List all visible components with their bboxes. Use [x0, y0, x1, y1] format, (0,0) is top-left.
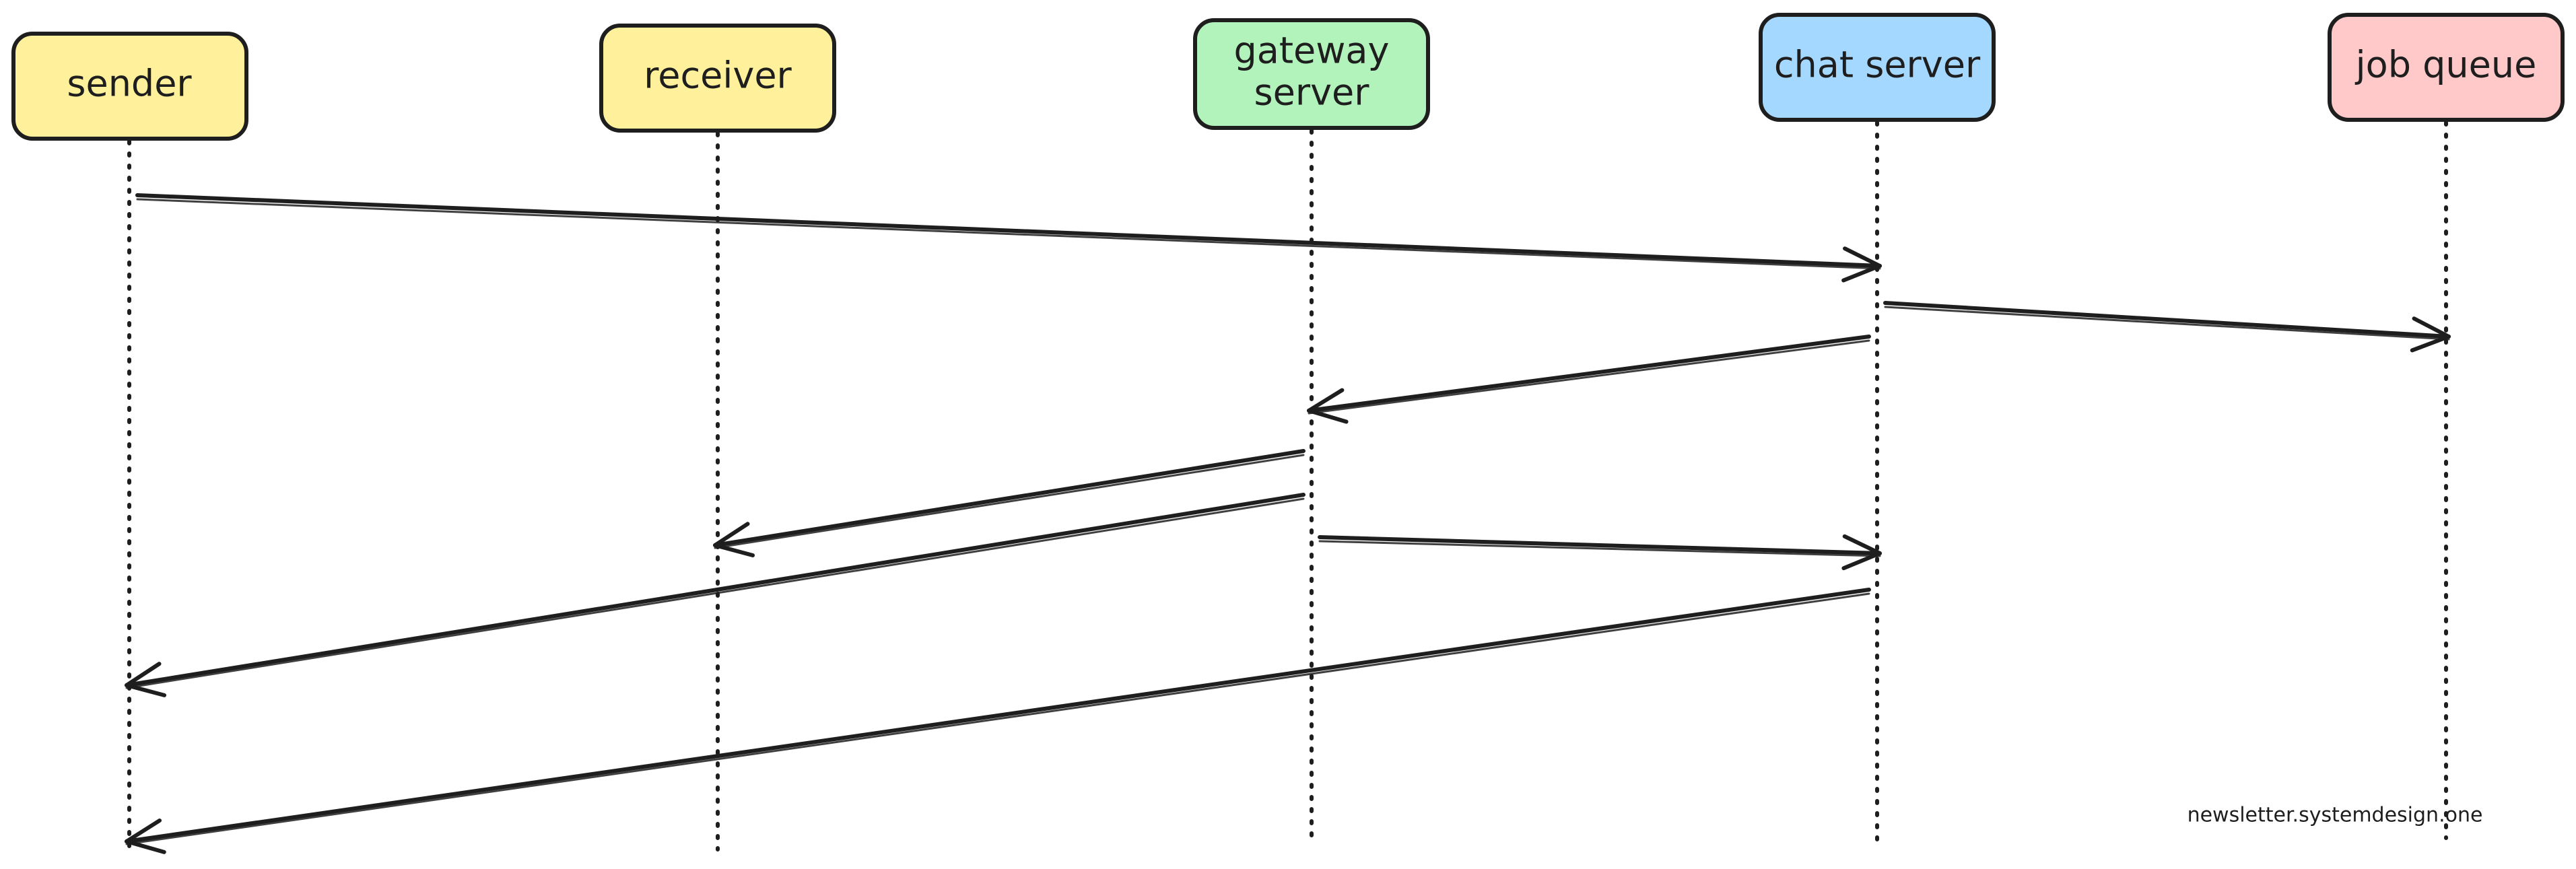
watermark-text: newsletter.systemdesign.one	[2188, 804, 2483, 827]
arrow-head-5	[125, 662, 167, 697]
participant-label-receiver: receiver	[644, 55, 792, 97]
participant-chat-server: chat server	[1759, 13, 1996, 122]
message-line-6	[1318, 535, 1882, 555]
participant-label-chat-server: chat server	[1774, 44, 1981, 86]
participant-box-job-queue	[2328, 13, 2565, 122]
message-line-7	[125, 588, 1871, 843]
message-line-3	[1307, 335, 1871, 413]
lifelines	[127, 120, 2448, 857]
participant-label-gateway-server-2: server	[1254, 71, 1370, 114]
arrow-head-3	[1307, 388, 1349, 424]
message-line-1	[135, 193, 1882, 268]
participant-box-chat-server	[1759, 13, 1996, 122]
participant-box-gateway-server	[1193, 18, 1430, 130]
participant-box-sender	[11, 32, 248, 141]
message-arrow-7	[125, 588, 1871, 854]
arrow-head-7	[125, 819, 166, 854]
participant-label-job-queue: job queue	[2355, 44, 2537, 86]
message-line-5	[125, 493, 1306, 687]
message-arrow-6	[1318, 534, 1882, 571]
message-arrow-5	[125, 493, 1306, 697]
message-line-sketch-7	[125, 592, 1870, 845]
message-line-sketch-4	[714, 454, 1305, 549]
message-arrow-4	[713, 449, 1306, 557]
participant-receiver: receiver	[599, 24, 836, 133]
message-arrow-2	[1883, 301, 2451, 353]
participant-label-gateway-server-1: gateway	[1234, 30, 1390, 72]
message-line-sketch-5	[125, 497, 1305, 689]
message-line-sketch-3	[1308, 339, 1870, 415]
arrow-head-4	[713, 522, 755, 557]
message-arrow-3	[1307, 335, 1871, 424]
participant-job-queue: job queue	[2328, 13, 2565, 122]
message-line-2	[1883, 301, 2451, 339]
message-line-4	[713, 449, 1306, 547]
arrow-head-6	[1841, 534, 1882, 571]
participant-sender: sender	[11, 32, 248, 141]
arrow-head-1	[1841, 246, 1882, 283]
participant-label-sender: sender	[67, 63, 192, 105]
participant-box-receiver	[599, 24, 836, 133]
message-line-sketch-6	[1318, 540, 1881, 557]
message-line-sketch-2	[1884, 306, 2450, 341]
message-line-sketch-1	[136, 198, 1881, 270]
arrow-head-2	[2410, 316, 2451, 353]
messages	[125, 193, 2451, 854]
message-arrow-1	[135, 193, 1882, 283]
